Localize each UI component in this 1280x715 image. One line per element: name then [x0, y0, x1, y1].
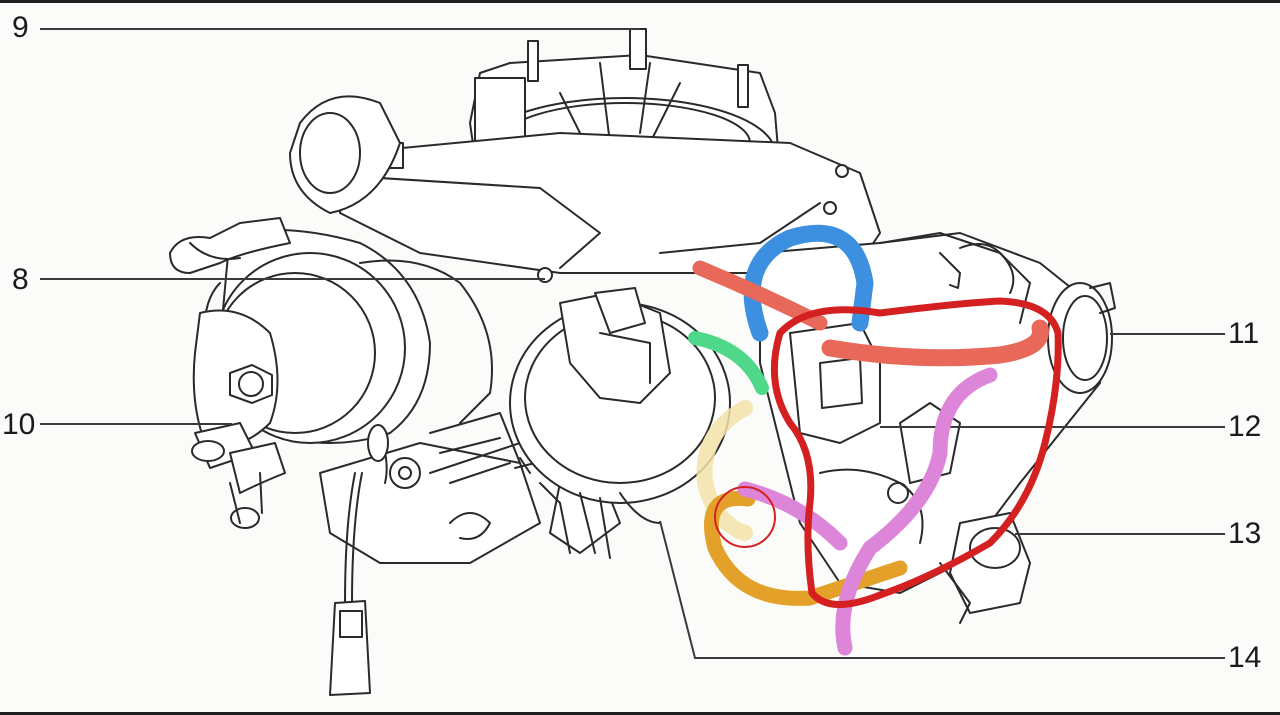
callout-13: 13: [1228, 517, 1262, 550]
callout-11: 11: [1228, 317, 1260, 350]
carburetor-drawing: [40, 28, 1225, 696]
vacuum-diaphragm: [509, 287, 731, 559]
right-flange: [1047, 282, 1116, 394]
callout-10: 10: [2, 408, 36, 441]
hose-green: [688, 331, 769, 395]
callout-14: 14: [1228, 641, 1262, 674]
hose-salmon-lower: [821, 319, 1049, 367]
carburetor-line-art: [169, 28, 1116, 696]
top-border: [0, 0, 1280, 3]
callout-12: 12: [1228, 410, 1262, 443]
sensor-cable: [329, 472, 371, 696]
water-housing: [191, 309, 286, 529]
callout-9: 9: [12, 11, 29, 44]
bottom-border: [0, 712, 1280, 715]
leader-14: [659, 520, 1225, 659]
red-circle: [714, 486, 776, 548]
left-top-diaphragm: [289, 95, 401, 214]
callout-8: 8: [12, 263, 29, 296]
red-outline: [770, 297, 1062, 608]
hose-faint-yellow: [696, 400, 753, 541]
hose-pink: [737, 367, 998, 656]
diagram-canvas: 9 8 10 11 12 13 14: [0, 3, 1280, 712]
right-elbow: [939, 512, 1031, 624]
hose-orange: [704, 490, 908, 606]
